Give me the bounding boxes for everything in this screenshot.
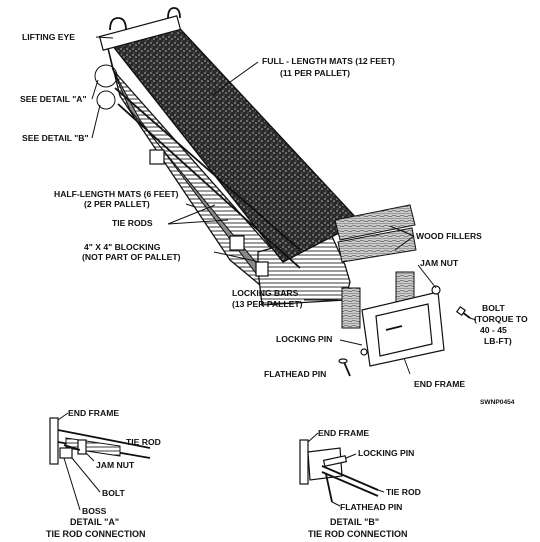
label-bolt-unit: LB-FT)	[484, 336, 512, 346]
lifting-eye-icon-2	[167, 7, 181, 19]
detail-a-label-tie-rod: TIE ROD	[126, 437, 161, 447]
detail-a: END FRAME TIE ROD JAM NUT BOLT BOSS DETA…	[46, 408, 161, 539]
blocking-mid	[229, 235, 245, 251]
detail-b-label-end-frame: END FRAME	[318, 428, 369, 438]
detail-b-end-frame	[299, 439, 309, 485]
wood-filler-upper	[334, 204, 416, 241]
detail-a-marker	[94, 64, 118, 88]
label-bolt-torque: (TORQUE TO	[474, 314, 528, 324]
label-jam-nut: JAM NUT	[420, 258, 459, 268]
back-end-frame	[98, 15, 182, 51]
detail-b-marker	[96, 90, 116, 110]
detail-b-label-flathead-pin: FLATHEAD PIN	[340, 502, 402, 512]
blocking-front	[255, 261, 269, 277]
lifting-eye-icon	[109, 17, 127, 31]
label-wood-fillers: WOOD FILLERS	[416, 231, 482, 241]
label-full-length-mats: FULL - LENGTH MATS (12 FEET)	[262, 56, 395, 66]
label-end-frame: END FRAME	[414, 379, 465, 389]
wood-filler-block-1	[341, 287, 361, 329]
detail-b-locking-pin	[322, 455, 348, 467]
detail-a-caption-sub: TIE ROD CONNECTION	[46, 529, 146, 539]
detail-b-label-tie-rod: TIE ROD	[386, 487, 421, 497]
detail-b-flathead-pin	[325, 473, 333, 503]
detail-a-jam-nut	[77, 439, 87, 455]
label-blocking-note: (NOT PART OF PALLET)	[82, 252, 181, 262]
tie-rod-upper	[114, 87, 301, 251]
figure-code: SWNP0454	[480, 399, 515, 406]
detail-b-tie-rod	[321, 465, 379, 491]
detail-a-label-bolt: BOLT	[102, 488, 126, 498]
detail-a-bolt	[63, 444, 81, 451]
leader-lines	[91, 36, 477, 375]
label-lifting-eye: LIFTING EYE	[22, 32, 75, 42]
jam-nut-icon	[431, 285, 441, 295]
flathead-pin-icon	[338, 358, 351, 377]
label-locking-pin: LOCKING PIN	[276, 334, 332, 344]
label-blocking: 4" X 4" BLOCKING	[84, 242, 161, 252]
detail-a-boss	[59, 447, 73, 459]
blocking-rear	[149, 149, 165, 165]
label-see-detail-b: SEE DETAIL "B"	[22, 133, 89, 143]
detail-b-caption: DETAIL "B"	[330, 517, 379, 527]
detail-b-label-locking-pin: LOCKING PIN	[358, 448, 414, 458]
label-tie-rods: TIE RODS	[112, 218, 153, 228]
detail-a-caption: DETAIL "A"	[70, 517, 119, 527]
wood-filler-block-2	[395, 271, 415, 303]
bolt-icon	[455, 305, 471, 319]
detail-b-caption-sub: TIE ROD CONNECTION	[308, 529, 408, 539]
front-end-frame	[360, 291, 445, 367]
label-half-length-count: (2 PER PALLET)	[84, 199, 150, 209]
detail-a-label-end-frame: END FRAME	[68, 408, 119, 418]
label-bolt: BOLT	[482, 303, 506, 313]
detail-a-label-boss: BOSS	[82, 506, 107, 516]
callout-labels: LIFTING EYE SEE DETAIL "A" SEE DETAIL "B…	[20, 32, 528, 406]
label-flathead-pin: FLATHEAD PIN	[264, 369, 326, 379]
detail-a-end-frame	[49, 417, 59, 465]
label-half-length-mats: HALF-LENGTH MATS (6 FEET)	[54, 189, 179, 199]
label-locking-bars: LOCKING BARS	[232, 288, 299, 298]
label-bolt-range: 40 - 45	[480, 325, 507, 335]
detail-a-label-jam-nut: JAM NUT	[96, 460, 135, 470]
wood-filler-lower	[337, 227, 417, 263]
pallet-illustration	[94, 7, 471, 377]
label-full-length-count: (11 PER PALLET)	[280, 68, 350, 78]
tie-rod-lower	[117, 103, 301, 269]
label-locking-bars-count: (13 PER PALLET)	[232, 299, 303, 309]
label-see-detail-a: SEE DETAIL "A"	[20, 94, 87, 104]
detail-b: END FRAME LOCKING PIN TIE ROD FLATHEAD P…	[299, 428, 421, 539]
